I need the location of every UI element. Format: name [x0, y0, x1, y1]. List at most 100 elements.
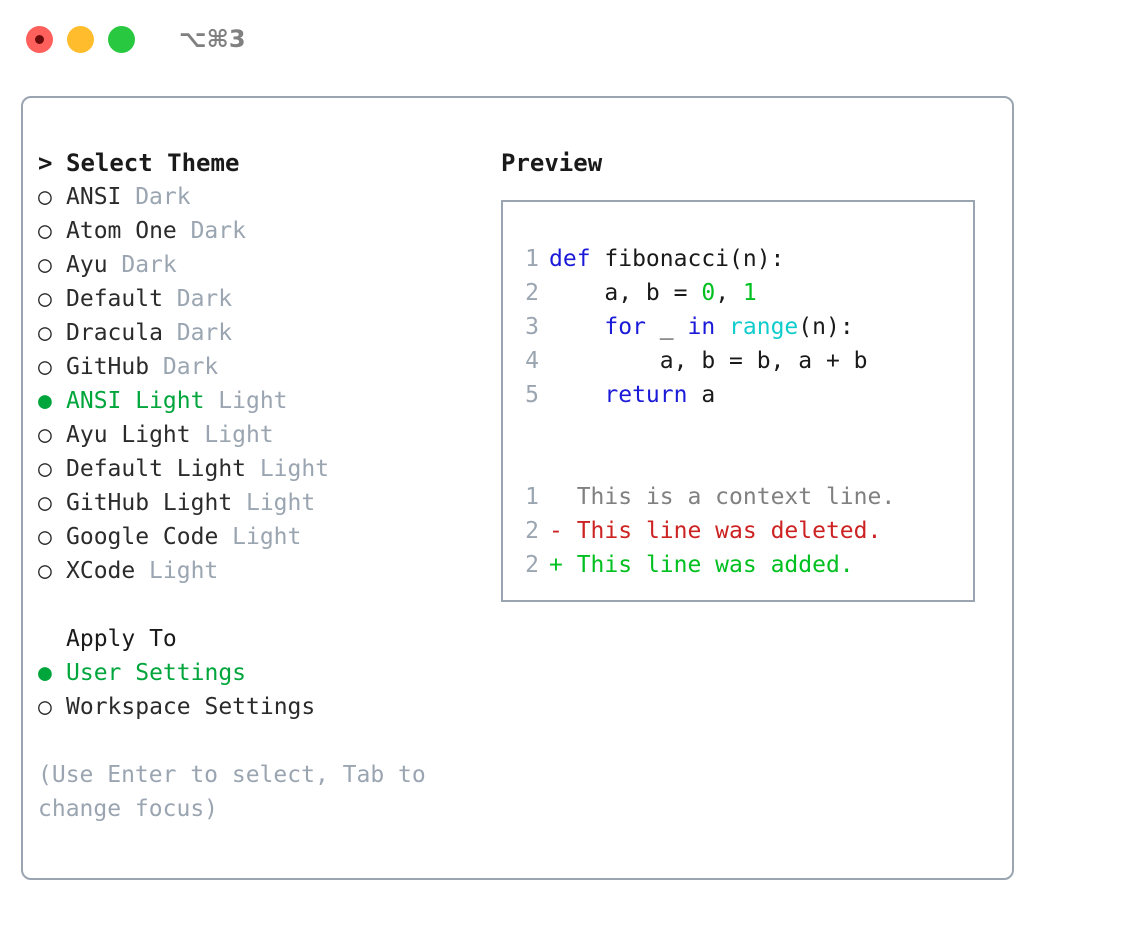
code-text: for _ in range(n):	[549, 310, 854, 344]
apply-to-option[interactable]: ○ Workspace Settings	[38, 690, 498, 724]
theme-list-item[interactable]: ○ Default Dark	[38, 282, 498, 316]
apply-to-option[interactable]: ● User Settings	[38, 656, 498, 690]
code-token: for	[604, 314, 646, 340]
theme-list-item[interactable]: ○ Ayu Light Light	[38, 418, 498, 452]
caret-icon: >	[38, 149, 53, 177]
theme-variant-tag: Light	[232, 524, 302, 550]
theme-name: Atom One	[66, 218, 177, 244]
line-number: 5	[525, 382, 539, 408]
theme-list-item[interactable]: ○ Google Code Light	[38, 520, 498, 554]
apply-to-option-label: User Settings	[66, 660, 247, 686]
close-button[interactable]	[26, 25, 53, 53]
line-number: 3	[525, 314, 539, 340]
theme-variant-tag: Dark	[190, 218, 246, 244]
theme-name: ANSI Light	[66, 388, 205, 414]
radio-unselected-icon[interactable]: ○	[38, 558, 52, 584]
code-token: _	[645, 314, 688, 340]
code-token: ,	[715, 280, 743, 306]
theme-variant-tag: Light	[259, 456, 330, 482]
theme-name: ANSI	[66, 184, 122, 210]
theme-list-item[interactable]: ○ GitHub Light Light	[38, 486, 498, 520]
theme-name: Ayu Light	[66, 422, 191, 448]
theme-list-item[interactable]: ○ Default Light Light	[38, 452, 498, 486]
select-theme-label: Select Theme	[66, 149, 240, 177]
radio-unselected-icon[interactable]: ○	[38, 354, 52, 380]
code-token: def	[549, 246, 605, 272]
line-number: 1	[525, 484, 539, 510]
radio-selected-icon[interactable]: ●	[38, 388, 52, 414]
code-token: 1	[742, 280, 757, 306]
diff-marker	[549, 480, 563, 514]
theme-list-item[interactable]: ○ Atom One Dark	[38, 214, 498, 248]
radio-unselected-icon[interactable]: ○	[38, 524, 52, 550]
diff-line: 2- This line was deleted.	[503, 514, 973, 548]
theme-variant-tag: Dark	[121, 252, 177, 278]
code-text: return a	[549, 378, 715, 412]
theme-variant-tag: Dark	[176, 286, 233, 312]
radio-selected-icon[interactable]: ●	[38, 660, 52, 686]
code-token: in	[687, 314, 716, 340]
radio-unselected-icon[interactable]: ○	[38, 252, 52, 278]
theme-name: Default	[66, 286, 163, 312]
apply-to-options: ● User Settings ○ Workspace Settings	[38, 656, 498, 724]
code-line: 4 a, b = b, a + b	[503, 344, 973, 378]
radio-unselected-icon[interactable]: ○	[38, 286, 52, 312]
line-number: 2	[525, 280, 539, 306]
theme-list-item[interactable]: ○ Ayu Dark	[38, 248, 498, 282]
radio-unselected-icon[interactable]: ○	[38, 320, 52, 346]
code-line: 5 return a	[503, 378, 973, 412]
code-token: return	[604, 382, 688, 408]
radio-unselected-icon[interactable]: ○	[38, 456, 52, 482]
theme-name: Default Light	[66, 456, 247, 482]
diff-text: This line was deleted.	[562, 518, 882, 544]
code-token	[549, 382, 604, 408]
diff-text: This is a context line.	[562, 484, 896, 510]
theme-name: Google Code	[66, 524, 219, 550]
radio-unselected-icon[interactable]: ○	[38, 184, 52, 210]
diff-sample: 1 This is a context line.2- This line wa…	[503, 480, 973, 582]
code-token: a, b = b, a + b	[549, 348, 868, 374]
diff-text: This line was added.	[562, 552, 854, 578]
apply-to-option-label: Workspace Settings	[66, 694, 316, 720]
code-text: a, b = 0, 1	[549, 276, 757, 310]
code-line: 2 a, b = 0, 1	[503, 276, 973, 310]
code-token	[549, 314, 604, 340]
radio-unselected-icon[interactable]: ○	[38, 490, 52, 516]
radio-unselected-icon[interactable]: ○	[38, 694, 52, 720]
radio-unselected-icon[interactable]: ○	[38, 218, 52, 244]
theme-variant-tag: Light	[245, 490, 316, 516]
theme-name: XCode	[66, 558, 136, 584]
line-number: 4	[525, 348, 539, 374]
code-diff-separator	[503, 412, 973, 446]
code-token: fibonacci(n):	[604, 246, 785, 272]
code-token: (n):	[798, 314, 854, 340]
code-line: 3 for _ in range(n):	[503, 310, 973, 344]
code-text: def fibonacci(n):	[549, 242, 784, 276]
diff-marker: +	[549, 552, 563, 578]
theme-variant-tag: Light	[204, 422, 274, 448]
preview-title: Preview	[501, 149, 603, 177]
theme-name: GitHub Light	[66, 490, 233, 516]
maximize-button[interactable]	[108, 25, 135, 53]
list-spacer	[38, 588, 498, 622]
diff-line: 1 This is a context line.	[503, 480, 973, 514]
window-titlebar: ⌥⌘3	[0, 0, 1140, 78]
record-dot-icon	[35, 34, 44, 44]
theme-name: Ayu	[66, 252, 108, 278]
minimize-button[interactable]	[67, 25, 94, 53]
apply-to-label: Apply To	[66, 626, 177, 652]
keyboard-hint: (Use Enter to select, Tab to change focu…	[38, 762, 426, 822]
radio-unselected-icon[interactable]: ○	[38, 422, 52, 448]
diff-line: 2+ This line was added.	[503, 548, 973, 582]
